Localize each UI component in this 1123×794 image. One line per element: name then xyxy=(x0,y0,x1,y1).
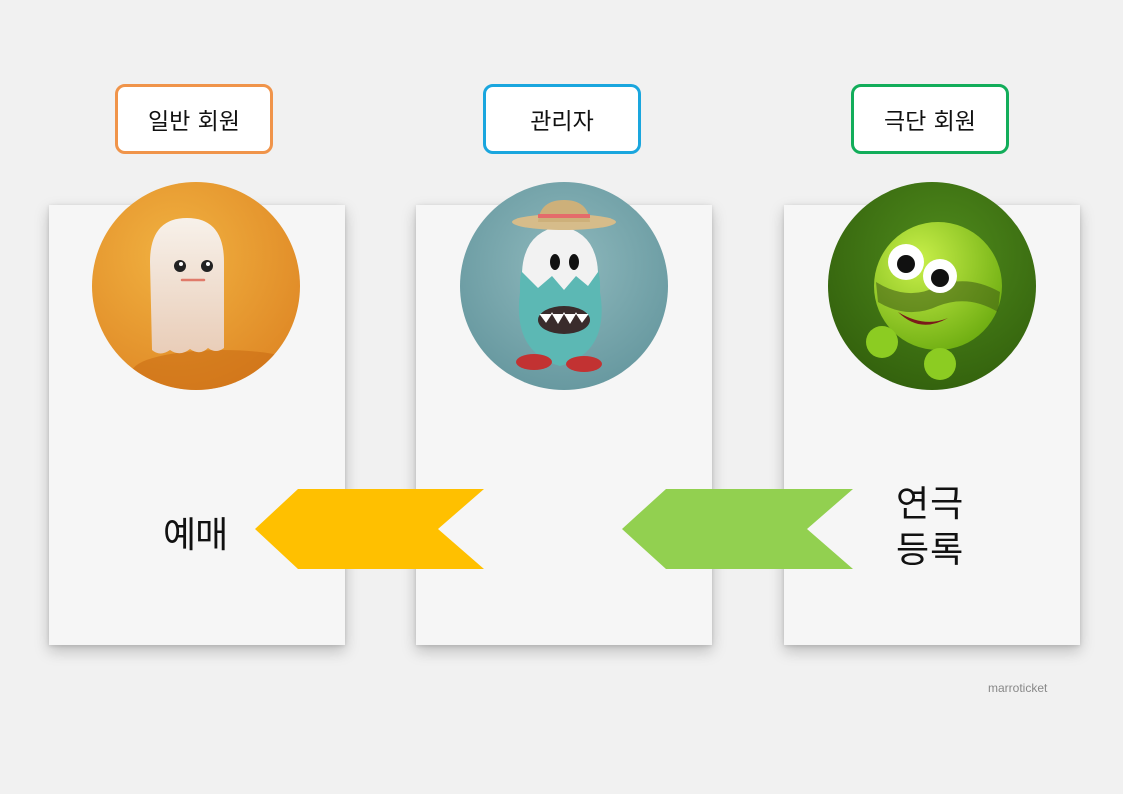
reserve-action-label: 예매 xyxy=(163,515,228,556)
reservation-flow-arrow xyxy=(255,489,484,569)
role-label-admin: 관리자 xyxy=(483,84,641,154)
role-label-text: 일반 회원 xyxy=(148,109,240,135)
role-label-text: 관리자 xyxy=(530,109,594,135)
role-label-troupe-member: 극단 회원 xyxy=(851,84,1009,154)
ghost-character-icon xyxy=(92,182,300,390)
green-ball-creature-icon xyxy=(828,182,1036,390)
monster-with-hat-icon xyxy=(460,182,668,390)
register-action-line1: 연극 xyxy=(896,484,965,525)
registration-flow-arrow xyxy=(622,489,853,569)
role-label-text: 극단 회원 xyxy=(884,109,976,135)
register-action-line2: 등록 xyxy=(896,530,965,571)
role-label-general-member: 일반 회원 xyxy=(115,84,273,154)
brand-watermark: marroticket xyxy=(988,681,1048,695)
register-action-label: 연극 등록 xyxy=(896,482,964,574)
